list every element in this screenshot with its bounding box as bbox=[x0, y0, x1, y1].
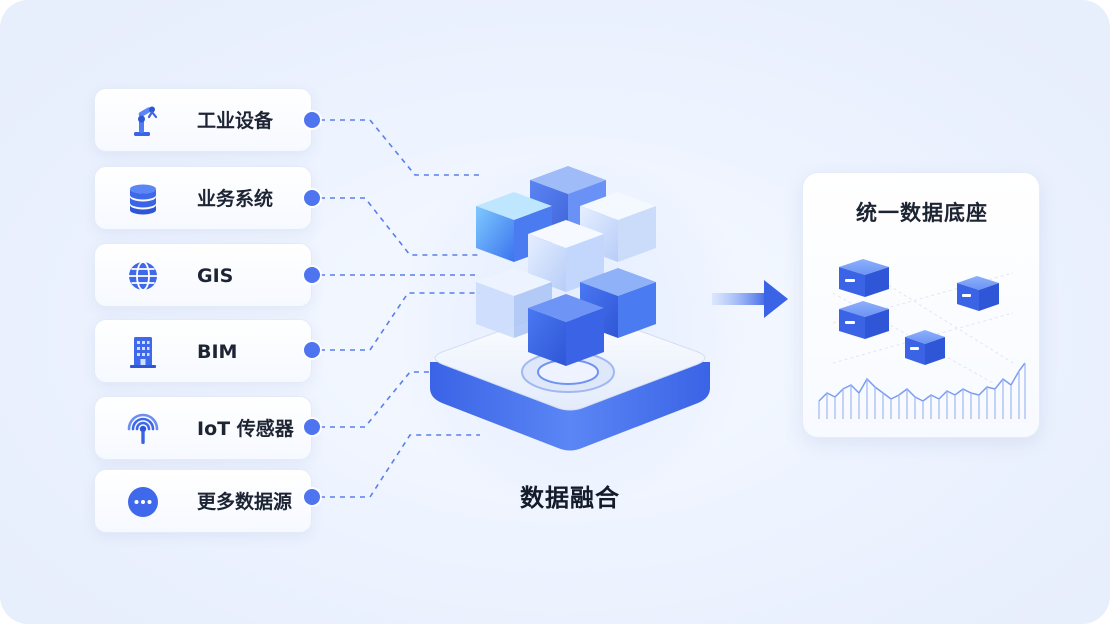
source-label: 业务系统 bbox=[197, 188, 274, 210]
source-label: 更多数据源 bbox=[197, 491, 293, 513]
connector-dot bbox=[304, 489, 320, 505]
source-card-bim: BIM bbox=[94, 319, 312, 383]
source-label: IoT 传感器 bbox=[197, 418, 294, 440]
waveform-bars bbox=[818, 363, 1026, 419]
data-box-1 bbox=[839, 259, 889, 297]
source-label: 工业设备 bbox=[197, 110, 274, 132]
data-cubes-icon bbox=[420, 150, 720, 470]
connector-dot bbox=[304, 190, 320, 206]
source-card-industrial: 工业设备 bbox=[94, 88, 312, 152]
center-label: 数据融合 bbox=[520, 484, 620, 512]
data-box-3 bbox=[957, 276, 999, 311]
globe-icon bbox=[125, 258, 161, 294]
sensor-antenna-icon bbox=[125, 411, 161, 447]
database-icon bbox=[125, 181, 161, 217]
panel-title: 统一数据底座 bbox=[856, 201, 988, 225]
data-nodes-illustration bbox=[813, 243, 1031, 433]
arrow-right-icon bbox=[712, 276, 792, 324]
data-box-2 bbox=[839, 301, 889, 339]
source-card-more: 更多数据源 bbox=[94, 469, 312, 533]
source-card-gis: GIS bbox=[94, 243, 312, 307]
source-label: BIM bbox=[197, 341, 238, 363]
source-card-business: 业务系统 bbox=[94, 166, 312, 230]
more-dots-icon bbox=[125, 484, 161, 520]
robot-arm-icon bbox=[125, 103, 161, 139]
connector-dot bbox=[304, 267, 320, 283]
data-box-4 bbox=[905, 330, 945, 365]
connector-dot bbox=[304, 112, 320, 128]
building-icon bbox=[125, 334, 161, 370]
connector-dot bbox=[304, 419, 320, 435]
connector-dot bbox=[304, 342, 320, 358]
source-label: GIS bbox=[197, 265, 234, 287]
unified-data-base-panel: 统一数据底座 bbox=[802, 172, 1040, 438]
source-card-iot: IoT 传感器 bbox=[94, 396, 312, 460]
